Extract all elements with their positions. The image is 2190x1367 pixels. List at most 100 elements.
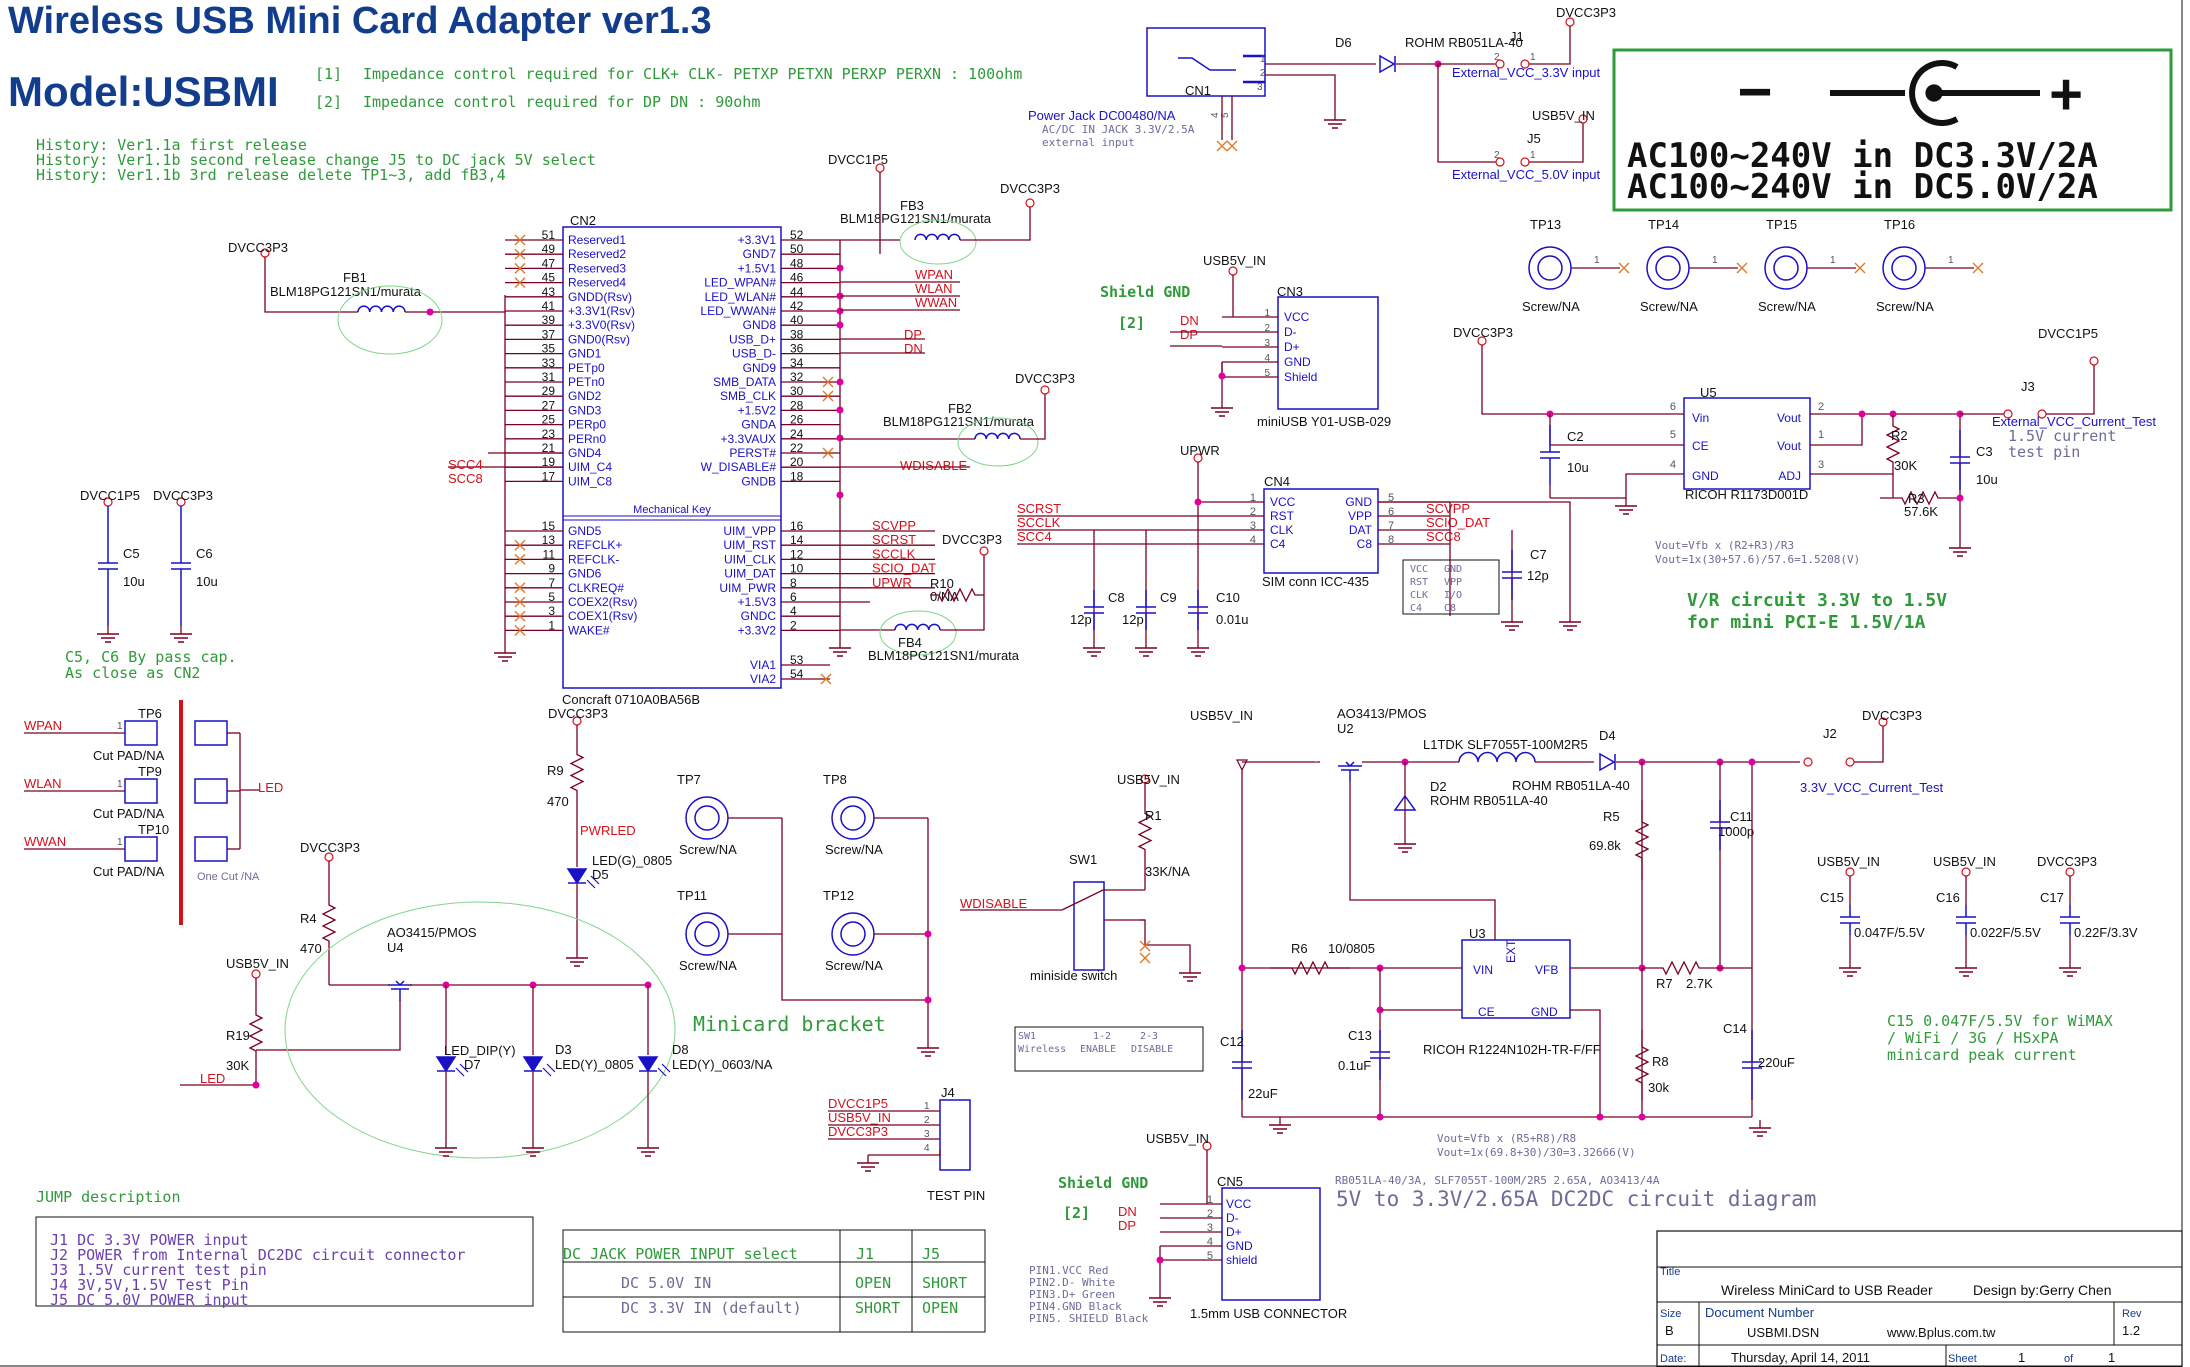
label: VFB (1535, 963, 1558, 977)
part-value: 30K (1894, 458, 1917, 473)
pin-number: 20 (790, 455, 804, 469)
label: 2-3 (1140, 1031, 1158, 1042)
title-block (1656, 1230, 2183, 1367)
pin-name: +1.5V1 (738, 261, 777, 275)
power-net: DVCC1P5 (80, 488, 140, 503)
bracket-label: Minicard bracket (693, 1012, 886, 1036)
wire (960, 207, 1031, 241)
pin-number: 44 (790, 285, 804, 299)
pin-number: 32 (790, 370, 804, 384)
label: J1 (856, 1245, 874, 1263)
ref-designator: C15 (1820, 890, 1844, 905)
part-value: 69.8k (1589, 838, 1621, 853)
pin-number: 9 (548, 562, 555, 576)
label: LED (400, 1014, 402, 1016)
label: 3 (1207, 1222, 1213, 1234)
label: 1 (1260, 54, 1266, 65)
resistor-icon (930, 587, 984, 603)
pin-name: GND4 (568, 446, 602, 460)
pin-name: LED_WLAN# (705, 290, 777, 304)
part-value: 0.047F/5.5V (1854, 925, 1925, 940)
ref-designator: R3 (1908, 491, 1925, 506)
pin-number: 12 (790, 547, 804, 561)
label: of (2064, 1353, 2074, 1365)
pin-name: GND5 (568, 524, 602, 538)
part-value: RICOH R1173D001D (1685, 487, 1808, 502)
ground-icon (1324, 119, 1346, 129)
label: 5 (1220, 112, 1231, 118)
net-label: WLAN (24, 776, 62, 791)
label: GND (1226, 1239, 1253, 1253)
led-icon (566, 868, 588, 885)
label: 1 (117, 837, 123, 848)
part-value: 0.1uF (1338, 1058, 1371, 1073)
label: Shield GND (1058, 1174, 1148, 1192)
power-net: USB5V_IN (1532, 108, 1595, 123)
ref-designator: J3 (2021, 379, 2035, 394)
label: One Cut /NA (197, 871, 260, 883)
part-value: 1000p (1718, 824, 1754, 839)
ref-designator: J5 (1527, 131, 1541, 146)
pin-name: PERST# (729, 446, 776, 460)
ref-designator: D5 (592, 867, 609, 882)
part-value: LED_DIP(Y) (444, 1043, 516, 1058)
label: DC 3.3V IN (default) (621, 1299, 802, 1317)
part-value: 12p (1070, 612, 1092, 627)
label: D+ (1284, 340, 1300, 354)
no-connect-icon (514, 596, 526, 608)
label: VCC (1226, 1197, 1252, 1211)
power-net: DVCC3P3 (1000, 181, 1060, 196)
resistor-icon (1880, 490, 1960, 506)
power-net: DVCC3P3 (942, 532, 1002, 547)
model-title: Model:USBMI (8, 68, 279, 115)
pin-number: 34 (790, 356, 804, 370)
label: C4 (1270, 537, 1286, 551)
power-polarity-box (1612, 48, 2173, 212)
resistor-icon (569, 725, 585, 820)
label: / WiFi / 3G / HSxPA (1887, 1029, 2059, 1047)
ground-icon (1501, 621, 1523, 631)
pin-number: 35 (542, 342, 556, 356)
label: 2 (1207, 1208, 1213, 1220)
net-label: SCVPP (872, 518, 916, 533)
power-net: DVCC3P3 (300, 840, 360, 855)
pin-name: PETn0 (568, 375, 605, 389)
no-connect-icon (1226, 140, 1238, 152)
capacitor-icon (1502, 550, 1522, 600)
label: 2 (1260, 68, 1266, 79)
pin-number: 5 (548, 590, 555, 604)
pin-number: 1 (548, 618, 555, 632)
pin-name: +3.3V1 (738, 233, 777, 247)
power-net: DVCC3P3 (548, 706, 608, 721)
capacitor-icon (1188, 590, 1208, 630)
pin-name: VIA1 (750, 658, 776, 672)
pin-number: 29 (542, 384, 556, 398)
part-value: 57.6K (1904, 504, 1938, 519)
net-label: DP (904, 327, 922, 342)
label: CLK (1270, 523, 1293, 537)
part-value: 1.5mm USB CONNECTOR (1190, 1306, 1347, 1321)
ref-designator: C16 (1936, 890, 1960, 905)
junction-dot (1194, 498, 1202, 506)
jump-line: J1 DC 3.3V POWER input (50, 1231, 249, 1249)
power-net: DVCC3P3 (1453, 325, 1513, 340)
part-value: 0.22F/3.3V (2074, 925, 2138, 940)
part-value: ROHM RB051LA-40 (1512, 778, 1630, 793)
label: 3 (1257, 82, 1263, 93)
junction-dot (836, 434, 844, 442)
label: 1 (1530, 150, 1536, 161)
pin-name: +3.3V1(Rsv) (568, 304, 635, 318)
label: C4 (1410, 603, 1422, 614)
pin-name: SMB_CLK (720, 389, 776, 403)
net-label: SCC4 (448, 457, 483, 472)
ground-icon (1615, 505, 1637, 515)
power-jack-cn1 (1146, 27, 1266, 97)
screw-outer-icon (685, 796, 729, 840)
wire (1020, 394, 1046, 440)
cn2-connector (562, 226, 782, 689)
ground-icon (170, 633, 192, 643)
wire (1378, 501, 1571, 614)
power-net: DVCC3P3 (1556, 5, 1616, 20)
pin-number: 40 (790, 313, 804, 327)
part-value: AO3415/PMOS (387, 925, 477, 940)
